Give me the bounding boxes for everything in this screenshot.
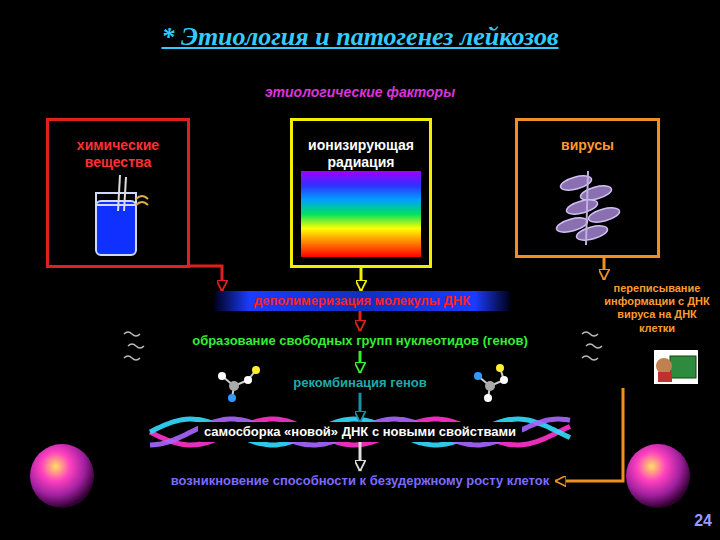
flow-arrow xyxy=(120,266,222,291)
sphere xyxy=(626,444,690,508)
rainbow-illustration xyxy=(299,171,423,259)
page-number: 24 xyxy=(694,512,712,530)
factor-box: химические вещества xyxy=(46,118,190,268)
virus-step: переписывание информации с ДНК вируса на… xyxy=(598,280,716,388)
molecule-icon xyxy=(474,364,508,402)
node-text: возникновение способности к безудержному… xyxy=(171,473,550,489)
book-illustration xyxy=(652,346,700,386)
process-step: образование свободных групп нуклеотидов … xyxy=(186,331,534,351)
virus-illustration xyxy=(526,161,650,249)
outcome-step: возникновение способности к безудержному… xyxy=(165,471,556,491)
dna-helix xyxy=(150,419,570,445)
node-text: рекомбинация генов xyxy=(293,375,426,391)
factor-box: ионизирующая радиация xyxy=(290,118,432,268)
subtitle: этиологические факторы xyxy=(265,84,455,100)
node-text: самосборка «новой» ДНК с новыми свойства… xyxy=(204,424,516,440)
node-text: переписывание информации с ДНК вируса на… xyxy=(600,282,714,335)
factor-box: вирусы xyxy=(515,118,660,258)
flow-arrow xyxy=(360,268,363,292)
node-text: химические вещества xyxy=(55,137,181,171)
node-text: ионизирующая радиация xyxy=(299,137,423,171)
process-band: деполимеризация молекулы ДНК xyxy=(214,291,510,311)
flow-arrow xyxy=(359,393,362,422)
molecule-icon xyxy=(218,366,260,402)
node-text: вирусы xyxy=(524,137,651,154)
flow-arrow xyxy=(359,442,362,471)
dna-strand xyxy=(150,419,570,445)
beaker-illustration xyxy=(56,171,180,259)
flow-arrow xyxy=(603,258,606,280)
title: * Этиология и патогенез лейкозов xyxy=(161,22,558,51)
process-step: рекомбинация генов xyxy=(287,373,432,393)
title-row: * Этиология и патогенез лейкозов xyxy=(0,22,720,52)
flow-arrow xyxy=(359,311,362,331)
process-step: самосборка «новой» ДНК с новыми свойства… xyxy=(198,422,522,442)
dna-strand xyxy=(150,419,570,445)
node-text: деполимеризация молекулы ДНК xyxy=(224,293,500,309)
flow-arrow xyxy=(555,388,623,481)
flow-arrow xyxy=(359,351,362,373)
squiggle xyxy=(124,332,602,360)
sphere xyxy=(30,444,94,508)
node-text: образование свободных групп нуклеотидов … xyxy=(192,333,528,349)
dna-strand xyxy=(150,419,570,445)
